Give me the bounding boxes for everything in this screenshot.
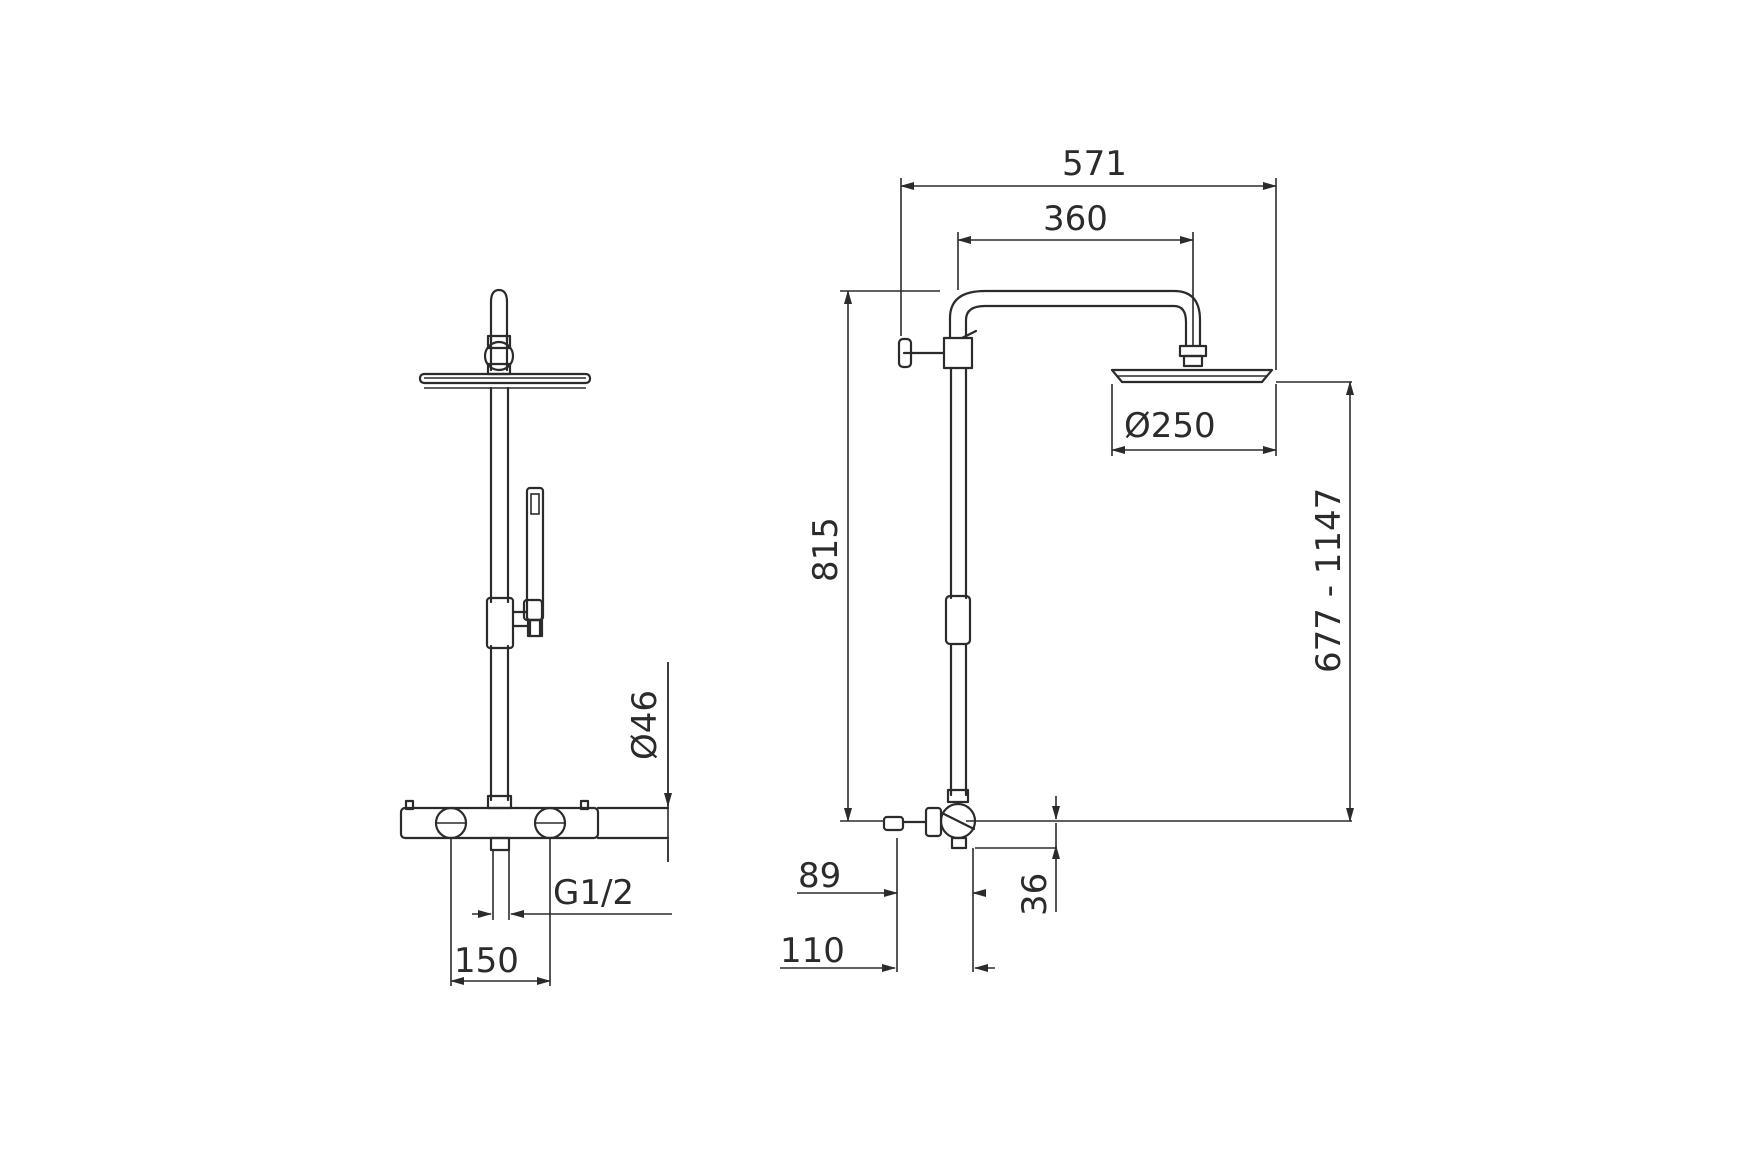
front-dimension-lines: Ø46 G1/2 150: [450, 662, 672, 986]
wall-offset-inner-label: 89: [798, 856, 841, 896]
riser-pipe-side: [944, 366, 972, 804]
slider-bracket-front: [485, 596, 544, 650]
wall-offset-outer-label: 110: [780, 931, 845, 971]
shower-arm-front: [483, 288, 515, 376]
thermostatic-valve-front: [399, 799, 670, 852]
front-view: Ø46 G1/2 150: [399, 288, 672, 986]
riser-height-label: 815: [806, 517, 846, 582]
side-view: 571 360 Ø250 815 677 - 1147 36 89 110: [780, 144, 1354, 972]
riser-pipe-front: [486, 386, 513, 810]
hand-shower-front: [525, 486, 545, 638]
inlet-thread-label: G1/2: [553, 873, 634, 913]
inlet-height-label: 36: [1015, 873, 1055, 916]
pipe-diameter-label: Ø46: [625, 690, 665, 760]
inlet-spacing-label: 150: [454, 941, 519, 981]
overhead-shower-head-front: [418, 372, 592, 389]
width-total-label: 571: [1062, 144, 1127, 184]
side-dimension-lines: 571 360 Ø250 815 677 - 1147 36 89 110: [780, 144, 1354, 972]
adjustable-height-label: 677 - 1147: [1309, 488, 1349, 673]
overhead-shower-head-side: [1110, 368, 1274, 384]
arm-length-label: 360: [1043, 199, 1108, 239]
wall-bracket-side: [897, 329, 978, 370]
head-diameter-label: Ø250: [1124, 406, 1216, 446]
shower-arm-side: [948, 289, 1208, 368]
